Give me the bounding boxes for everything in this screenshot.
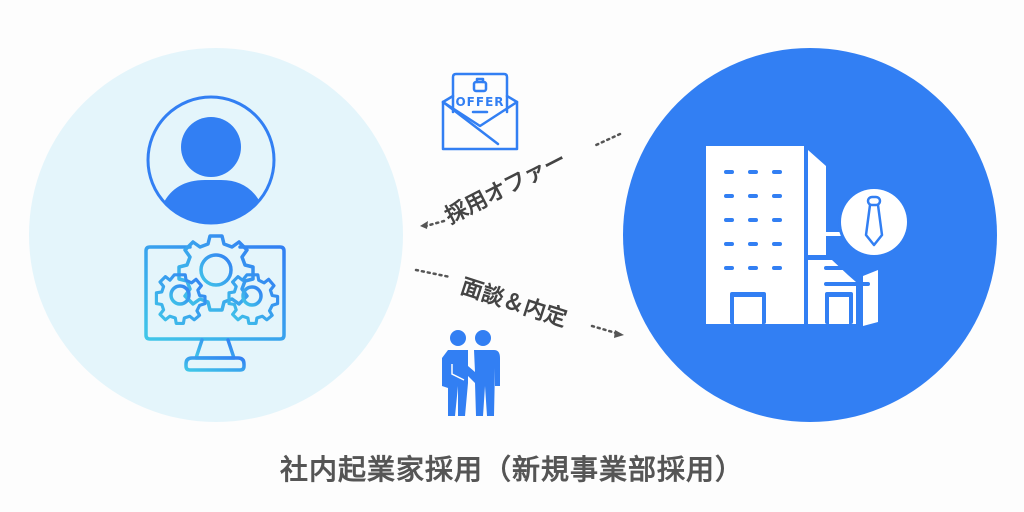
necktie-badge-icon: [838, 186, 910, 258]
offer-letter-icon: OFFER: [441, 72, 519, 151]
office-building-icon: [706, 146, 878, 326]
monitor-gears-icon: [144, 234, 286, 372]
offer-arrow-line-right: [592, 132, 622, 148]
user-avatar-icon: [146, 95, 276, 225]
interview-arrow-line-right: [590, 324, 618, 335]
offer-arrowhead-icon: [420, 221, 428, 229]
interview-arrow-line-left: [414, 268, 452, 279]
diagram-caption: 社内起業家採用（新規事業部採用）: [279, 453, 744, 486]
handshake-people-icon: [442, 330, 500, 416]
windows: [724, 170, 782, 270]
offer-icon-text: OFFER: [455, 95, 504, 109]
offer-arrow-line-left: [424, 219, 446, 228]
interview-arrowhead-icon: [614, 330, 624, 338]
